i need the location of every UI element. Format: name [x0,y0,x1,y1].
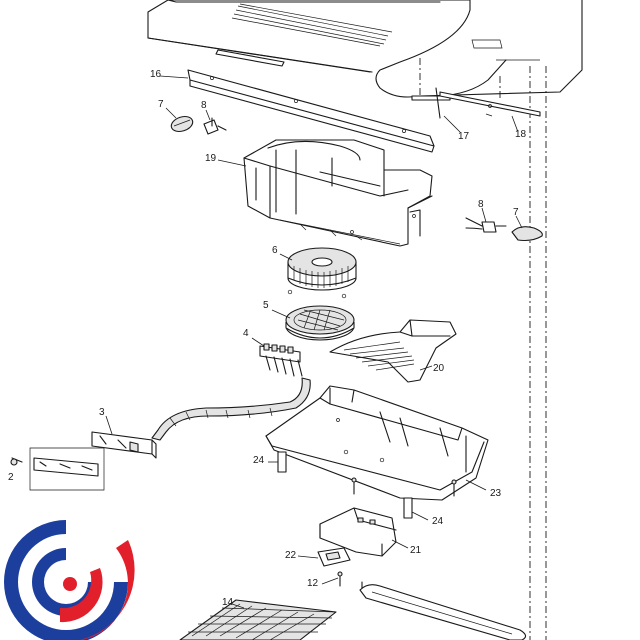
lamp-diffuser [359,584,527,640]
callout-7: 7 [158,99,164,110]
callout-6: 6 [272,245,278,256]
logo-red-inner [60,568,103,623]
callout-20: 20 [433,363,445,374]
part-17-18-brackets [411,87,541,119]
part-14-grease-filter [179,599,337,640]
assembly-guide-lines [419,58,547,640]
part-3-switch-board [91,431,157,459]
part-24-clip-left [277,451,287,473]
part-20-duct-cover [329,319,457,383]
screws-23 [351,477,457,497]
part-4-terminal-block [259,343,303,377]
part-2-control-bracket [10,447,105,491]
callout-17: 17 [458,131,470,142]
part-24-clip-right [403,497,413,519]
brand-logo [4,520,135,640]
part-22-switch [317,547,351,567]
callout-22: 22 [285,550,297,561]
callout-21: 21 [410,545,422,556]
callout-7: 7 [513,207,519,218]
callout-19: 19 [205,153,217,164]
callout-8: 8 [478,199,484,210]
part-7-lamp-right [511,226,543,242]
logo-center-dot [63,577,77,591]
wiring-harness [151,377,311,441]
part-23-lower-tray [265,385,489,501]
part-16-rail [187,69,435,153]
callout-24: 24 [253,455,265,466]
hood-canopy [147,0,583,98]
callout-2: 2 [8,472,14,483]
part-21-switch-plate [319,507,397,557]
part-5-filter-disc [285,305,355,341]
logo-red-outer [58,540,135,640]
part-19-motor-housing [243,139,433,247]
part-8-lampholder-right [465,217,507,233]
part-12-screw [337,571,363,591]
callout-12: 12 [307,578,319,589]
callout-3: 3 [99,407,105,418]
callout-24: 24 [432,516,444,527]
callout-4: 4 [243,328,249,339]
part-8-lampholder-left [203,117,227,135]
leader-lines [105,75,523,609]
callout-8: 8 [201,100,207,111]
callout-5: 5 [263,300,269,311]
part-6-motor-blower [287,247,357,299]
logo-blue-mid [32,548,100,616]
part-7-lamp-left [170,115,194,133]
callout-18: 18 [515,129,527,140]
callout-16: 16 [150,69,162,80]
callout-23: 23 [490,488,502,499]
callout-14: 14 [222,597,234,608]
